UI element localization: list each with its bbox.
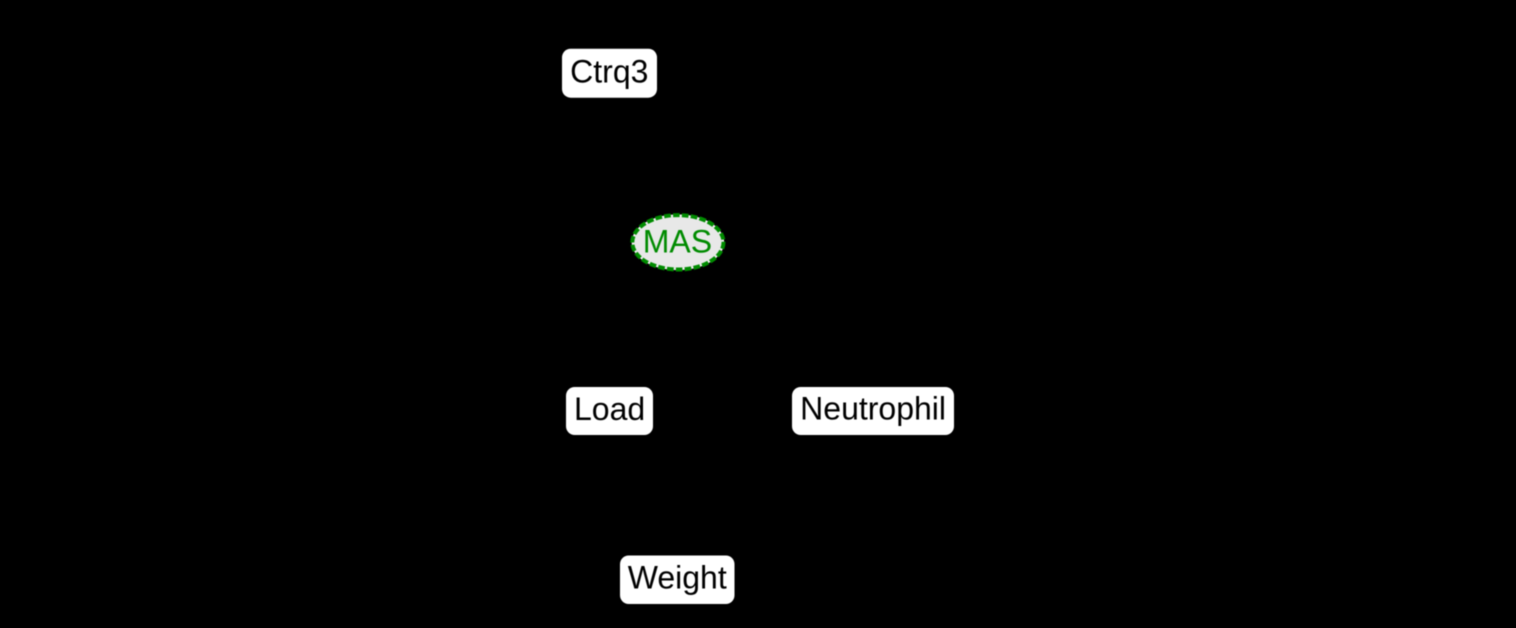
svg-text:Load: Load [574, 391, 645, 427]
svg-text:Ctrq3: Ctrq3 [570, 54, 648, 90]
svg-text:Weight: Weight [628, 560, 727, 596]
svg-text:Neutrophil: Neutrophil [800, 391, 946, 427]
svg-text:MAS: MAS [643, 223, 712, 259]
